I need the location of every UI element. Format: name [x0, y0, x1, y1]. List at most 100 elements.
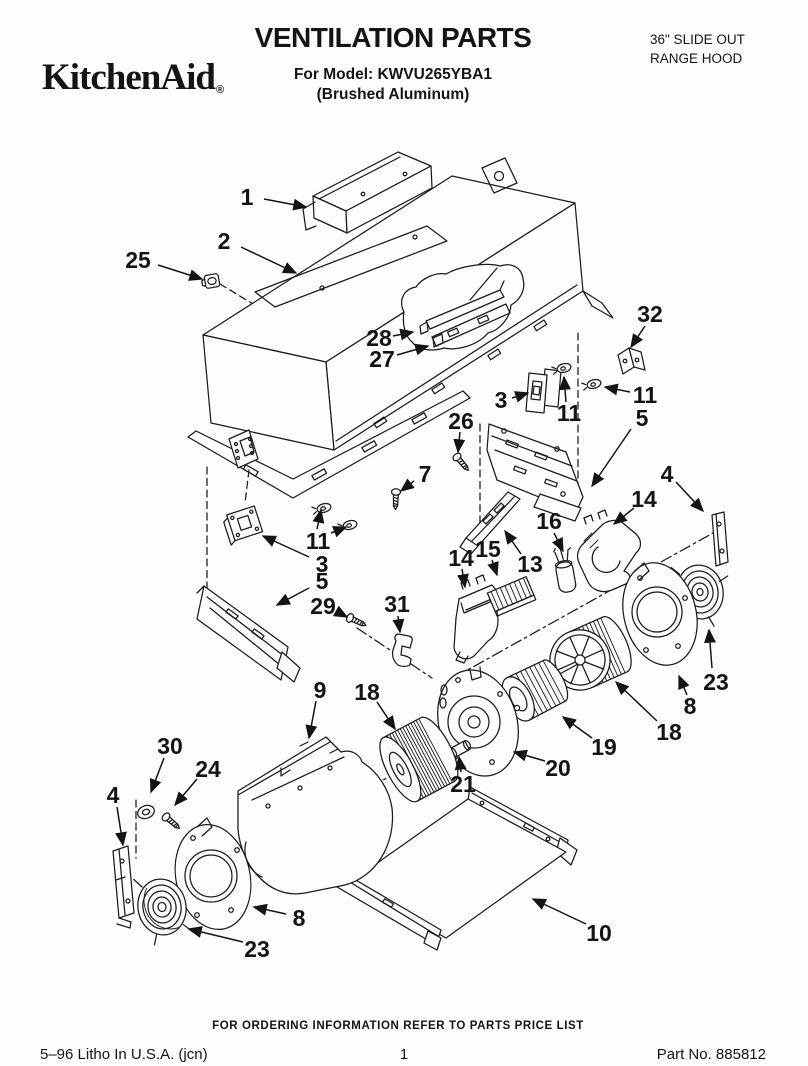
callout-arrow-2 [240, 246, 298, 274]
callout-arrow-5 [275, 587, 310, 606]
callout-30: 30 [157, 733, 183, 759]
callout-arrow-27 [396, 343, 430, 356]
part-7-screw [390, 488, 402, 511]
part-9-blower-housing [237, 736, 394, 895]
part-13-rail [459, 491, 521, 555]
callout-arrow-29 [332, 605, 349, 618]
callout-arrow-8 [252, 903, 287, 916]
callout-8: 8 [293, 905, 306, 931]
callout-3: 3 [495, 387, 508, 413]
part-4-bracket-left [112, 845, 135, 929]
callout-31: 31 [384, 591, 410, 617]
callout-arrow-1 [263, 198, 308, 211]
callout-arrow-5 [591, 428, 632, 488]
part-4-bracket-right [711, 511, 729, 567]
callout-29: 29 [310, 593, 336, 619]
callout-arrow-8 [678, 674, 690, 696]
finish-line: (Brushed Aluminum) [316, 86, 470, 104]
part-19-motor [497, 659, 579, 722]
part-32-bracket [617, 347, 646, 375]
callout-32: 32 [637, 301, 663, 327]
callout-23: 23 [244, 936, 270, 962]
callout-arrow-11 [312, 508, 325, 530]
callout-24: 24 [195, 756, 221, 782]
model-line: For Model: KWVU265YBA1 [293, 66, 493, 83]
callout-13: 13 [517, 551, 543, 577]
title-block: VENTILATION PARTS For Model: KWVU265YBA1… [183, 22, 603, 104]
callout-arrow-18 [614, 680, 658, 722]
callout-14: 14 [631, 486, 657, 512]
callout-16: 16 [536, 508, 562, 534]
callout-2: 2 [218, 228, 231, 254]
callout-arrow-13 [504, 529, 522, 555]
page-title: VENTILATION PARTS [254, 22, 532, 53]
part-11-clip [551, 361, 573, 376]
part-24-screw [160, 810, 183, 833]
callout-arrow-16 [551, 532, 564, 553]
callout-21: 21 [450, 771, 476, 797]
callout-arrow-23 [187, 926, 244, 943]
litho-text: 5–96 Litho In U.S.A. (jcn) [40, 1046, 208, 1063]
callout-arrow-19 [561, 716, 593, 739]
callout-arrow-14 [612, 507, 635, 525]
part-5-mounting-rail-left [196, 585, 301, 683]
callout-5: 5 [636, 405, 649, 431]
callout-arrow-9 [305, 700, 318, 740]
callout-arrow-10 [531, 898, 587, 925]
part-29-screw [344, 611, 369, 631]
callout-arrow-18 [376, 701, 396, 731]
part-1-duct-cover [302, 151, 433, 234]
document-part-number: Part No. 885812 [656, 1046, 766, 1063]
callout-arrow-11 [330, 526, 348, 538]
callout-1: 1 [241, 184, 254, 210]
callout-18: 18 [656, 719, 682, 745]
part-18-blower-wheel-left [379, 716, 459, 803]
callout-arrow-11 [603, 383, 631, 396]
callout-20: 20 [545, 755, 571, 781]
ordering-note: FOR ORDERING INFORMATION REFER TO PARTS … [212, 1020, 584, 1032]
callout-arrow-24 [174, 778, 198, 807]
part-15-terminal-block [486, 576, 537, 617]
callout-27: 27 [369, 346, 395, 372]
part-8-plate-right [622, 562, 698, 666]
callout-arrow-11 [559, 375, 571, 403]
callout-arrow-26 [453, 431, 466, 454]
product-description: 36" SLIDE OUT RANGE HOOD [650, 30, 745, 68]
callout-11: 11 [633, 382, 658, 408]
callout-arrow-3 [261, 535, 310, 558]
callout-5: 5 [316, 568, 329, 594]
callout-15: 15 [475, 536, 501, 562]
callout-10: 10 [586, 920, 612, 946]
callout-arrow-21 [454, 755, 467, 773]
brand-logo-text: KitchenAid [42, 57, 216, 98]
callout-arrow-20 [512, 749, 546, 762]
callout-arrow-3 [511, 391, 530, 403]
callout-arrow-31 [392, 615, 405, 634]
part-30-washer [137, 804, 155, 820]
part-25-nut [201, 273, 221, 289]
product-line-2: RANGE HOOD [650, 51, 743, 66]
part-14-scroll-left [453, 574, 502, 664]
callout-11: 11 [557, 400, 582, 426]
callout-25: 25 [125, 247, 151, 273]
callout-4: 4 [107, 782, 120, 808]
callout-9: 9 [314, 677, 327, 703]
part-11-clip [311, 501, 333, 516]
part-8-plate-left [174, 817, 252, 931]
callout-arrow-14 [456, 568, 469, 589]
callout-18: 18 [354, 679, 380, 705]
product-line-1: 36" SLIDE OUT [650, 32, 745, 47]
callout-11: 11 [306, 528, 331, 554]
callout-arrow-15 [487, 559, 499, 577]
part-16-capacitor [553, 544, 577, 593]
part-3-switch [525, 368, 562, 414]
callout-arrow-4 [115, 806, 127, 847]
page-number: 1 [399, 1046, 409, 1063]
part-5-mounting-rail-right [486, 423, 584, 522]
callout-23: 23 [703, 669, 729, 695]
callout-arrow-4 [675, 481, 705, 513]
callout-28: 28 [366, 325, 392, 351]
callout-3: 3 [316, 551, 329, 577]
